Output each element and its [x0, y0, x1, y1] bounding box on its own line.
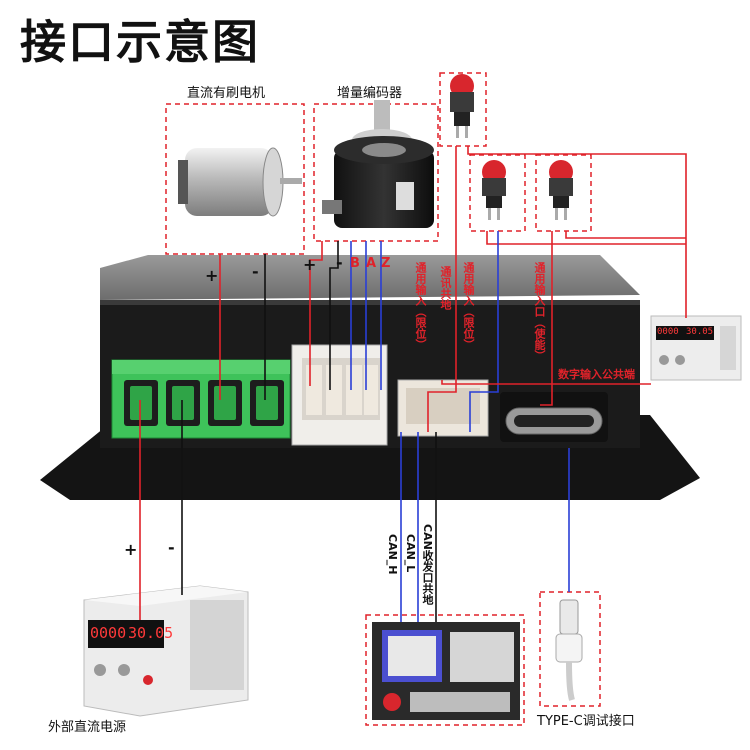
encoder-dashed-box: [313, 103, 439, 242]
enclosure-top: [100, 255, 640, 300]
label-can-l: CAN_L: [404, 534, 417, 573]
wire-switch-right: [540, 231, 553, 406]
psu-display-a: 30.05: [128, 624, 174, 642]
encoder-minus-sign: -: [336, 253, 343, 272]
psu-display-v: 0000: [90, 624, 127, 642]
wire-switch-top: [427, 146, 457, 432]
io-connector: [397, 379, 489, 437]
motor-minus-sign: -: [252, 262, 259, 281]
label-digital-common: 数字输入公共端: [558, 368, 635, 381]
push-button-top: [450, 74, 474, 138]
switch-right-dashed-box: [535, 154, 592, 232]
power-minus-sign: -: [168, 538, 175, 557]
power-supply-label: 外部直流电源: [48, 720, 127, 735]
encoder-pin-z: Z: [381, 256, 391, 271]
encoder-pin-a: A: [366, 256, 377, 271]
external-power-supply-image: [83, 585, 249, 717]
typec-dashed-box: [539, 591, 601, 707]
page-title: 接口示意图: [20, 15, 260, 69]
typec-label: TYPE-C调试接口: [537, 714, 635, 729]
encoder-image: [322, 100, 434, 228]
encoder-pin-b: B: [350, 256, 360, 271]
dc-motor-image: [178, 147, 302, 217]
small-psu-display-a: 30.05: [686, 327, 714, 337]
push-button-mid: [482, 160, 506, 220]
power-plus-sign: +: [124, 540, 138, 559]
label-gp-in-limit-2: 通用输入（限位）: [462, 262, 475, 350]
small-power-supply-image: [650, 315, 742, 381]
motor-label: 直流有刷电机: [187, 86, 266, 101]
label-gp-in-limit-1: 通用输入（限位）: [414, 262, 427, 350]
typec-cable-image: [555, 599, 583, 701]
controller-dashed-box: [365, 614, 525, 726]
push-button-right: [549, 160, 573, 220]
wire-encoder-minus: [329, 241, 339, 390]
wire-switch-mid: [469, 231, 499, 432]
switch-top-dashed-box: [439, 72, 487, 147]
label-can-gnd: CAN收发口共地: [421, 524, 434, 605]
usb-c-port: [500, 392, 608, 442]
label-comm-gnd: 通讯共地: [439, 266, 452, 310]
cnc-controller-image: [372, 622, 520, 720]
power-motor-terminal-block: [111, 359, 291, 439]
label-gp-in-enable: 通用输入口（使能）: [533, 262, 546, 361]
wire-digital-common: [441, 380, 651, 385]
encoder-connector: [291, 344, 388, 446]
small-psu-display-v: 0000: [657, 327, 679, 337]
wire-encoder-plus: [309, 241, 323, 386]
encoder-label: 增量编码器: [337, 86, 403, 101]
label-can-h: CAN_H: [386, 534, 399, 575]
switch-mid-dashed-box: [469, 154, 526, 232]
motor-plus-sign: +: [205, 266, 219, 285]
encoder-plus-sign: +: [303, 255, 317, 274]
